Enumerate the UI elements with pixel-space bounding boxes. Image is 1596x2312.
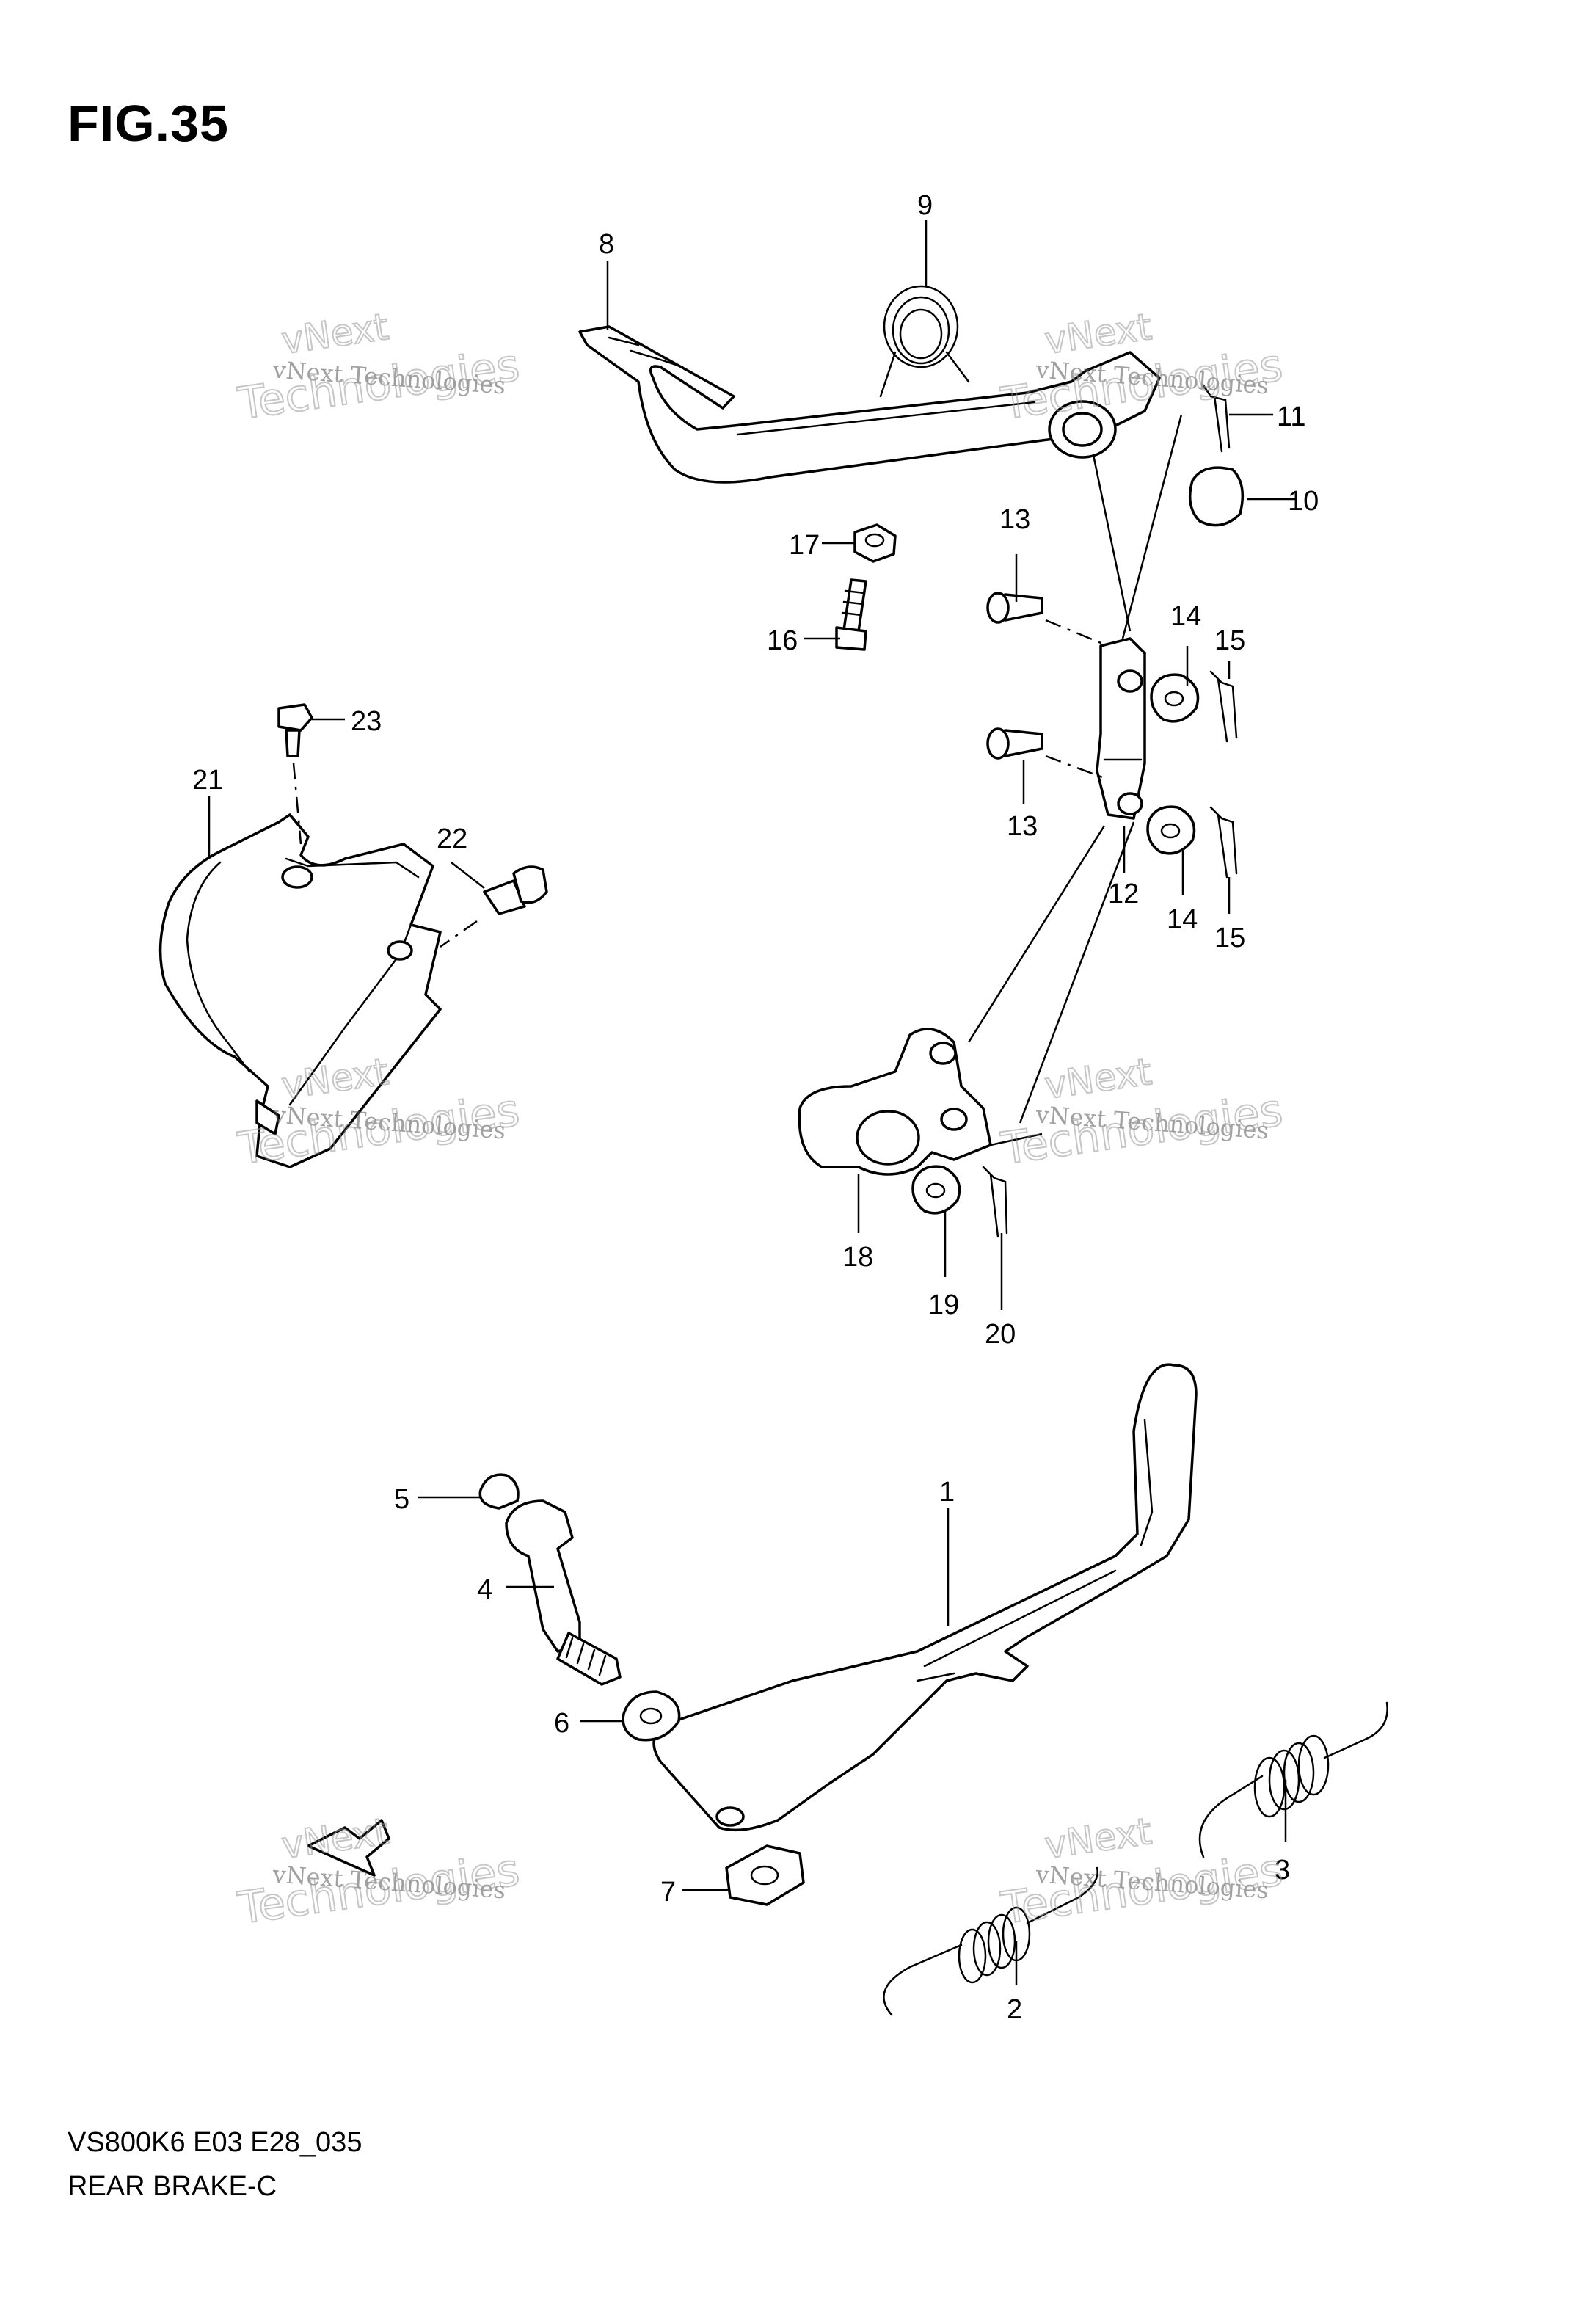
callout-3: 3: [1275, 1855, 1290, 1886]
callout-22: 22: [437, 824, 467, 854]
svg-text:Technologies: Technologies: [235, 1844, 522, 1935]
callout-13a: 13: [999, 504, 1030, 535]
callout-21: 21: [192, 765, 223, 796]
svg-text:Technologies: Technologies: [998, 1085, 1286, 1175]
watermark-4: vNext vNext Technologies Technologies: [997, 1050, 1286, 1176]
pivot-nut: [725, 1844, 805, 1906]
figure-title: FIG.35: [68, 95, 229, 152]
forward-arrow-icon: [307, 1819, 390, 1877]
return-spring-upper: [1198, 1701, 1388, 1858]
callout-6: 6: [554, 1708, 569, 1739]
pedal-pivot-shaft: [505, 1499, 622, 1686]
return-spring-lower: [883, 1866, 1098, 2016]
callout-numbers: 1 2 3 4 5 6 7 8 9 10 11 12 13 13 14 14 1…: [192, 190, 1319, 2025]
callout-5: 5: [394, 1484, 409, 1515]
callout-18: 18: [842, 1242, 873, 1273]
figure-code: VS800K6 E03 E28_035: [68, 2127, 362, 2158]
callout-14a: 14: [1170, 601, 1201, 632]
callout-8: 8: [599, 229, 614, 260]
svg-text:vNext: vNext: [279, 305, 391, 363]
brake-cam-lever: [798, 1028, 1043, 1176]
callout-7: 7: [660, 1877, 676, 1908]
figure-name: REAR BRAKE-C: [68, 2171, 277, 2202]
callout-1: 1: [939, 1477, 955, 1508]
cam-lever-cotter-pin: [982, 1166, 1008, 1238]
callout-20: 20: [985, 1319, 1016, 1350]
pivot-cap: [478, 1473, 520, 1510]
callout-9: 9: [917, 190, 933, 221]
washer-lower: [1146, 805, 1196, 855]
protector-bolt: [440, 865, 548, 948]
callout-15a: 15: [1214, 625, 1245, 656]
callout-4: 4: [477, 1574, 492, 1605]
callout-23: 23: [351, 706, 382, 737]
callout-10: 10: [1288, 486, 1319, 517]
pedal-cap: [1188, 466, 1245, 527]
brake-pedal-arm: [578, 325, 1183, 639]
callout-11: 11: [1277, 401, 1305, 432]
washer-upper: [1150, 673, 1200, 723]
callout-15b: 15: [1214, 923, 1245, 953]
callout-14b: 14: [1167, 904, 1198, 935]
protector-upper-bolt: [277, 703, 313, 845]
svg-text:Technologies: Technologies: [235, 340, 522, 430]
callout-leaders: [208, 220, 1295, 1985]
svg-text:vNext: vNext: [1042, 1810, 1154, 1867]
brake-link-rod: [1096, 637, 1146, 820]
svg-text:Technologies: Technologies: [998, 340, 1286, 430]
clevis-pin-lower: [986, 727, 1105, 779]
pedal-return-spring: [879, 285, 970, 398]
svg-text:vNext: vNext: [279, 1810, 391, 1867]
callout-17: 17: [789, 530, 820, 561]
pivot-washer: [622, 1690, 681, 1742]
cotter-pin-lower: [1209, 806, 1238, 879]
watermark-5: vNext vNext Technologies Technologies: [234, 1809, 523, 1935]
svg-text:vNext: vNext: [1042, 1050, 1154, 1108]
svg-text:Technologies: Technologies: [998, 1844, 1286, 1935]
watermark-6: vNext vNext Technologies Technologies: [997, 1809, 1286, 1935]
callout-16: 16: [767, 625, 798, 656]
stopper-bolt: [835, 578, 867, 651]
watermark-1: vNext vNext Technologies Technologies: [234, 305, 523, 431]
brake-pedal-protector: [158, 813, 442, 1168]
svg-text:vNext: vNext: [1042, 305, 1154, 363]
callout-19: 19: [928, 1290, 959, 1320]
stopper-nut: [853, 523, 897, 563]
cam-lever-washer: [911, 1165, 961, 1215]
cotter-pin-upper: [1209, 670, 1238, 743]
callout-13b: 13: [1007, 811, 1038, 842]
clevis-pin-upper: [986, 592, 1109, 647]
callout-12: 12: [1108, 879, 1139, 909]
callout-2: 2: [1007, 1994, 1022, 2025]
rear-brake-pedal: [652, 1363, 1198, 1832]
pedal-cotter-pin: [1202, 384, 1231, 453]
